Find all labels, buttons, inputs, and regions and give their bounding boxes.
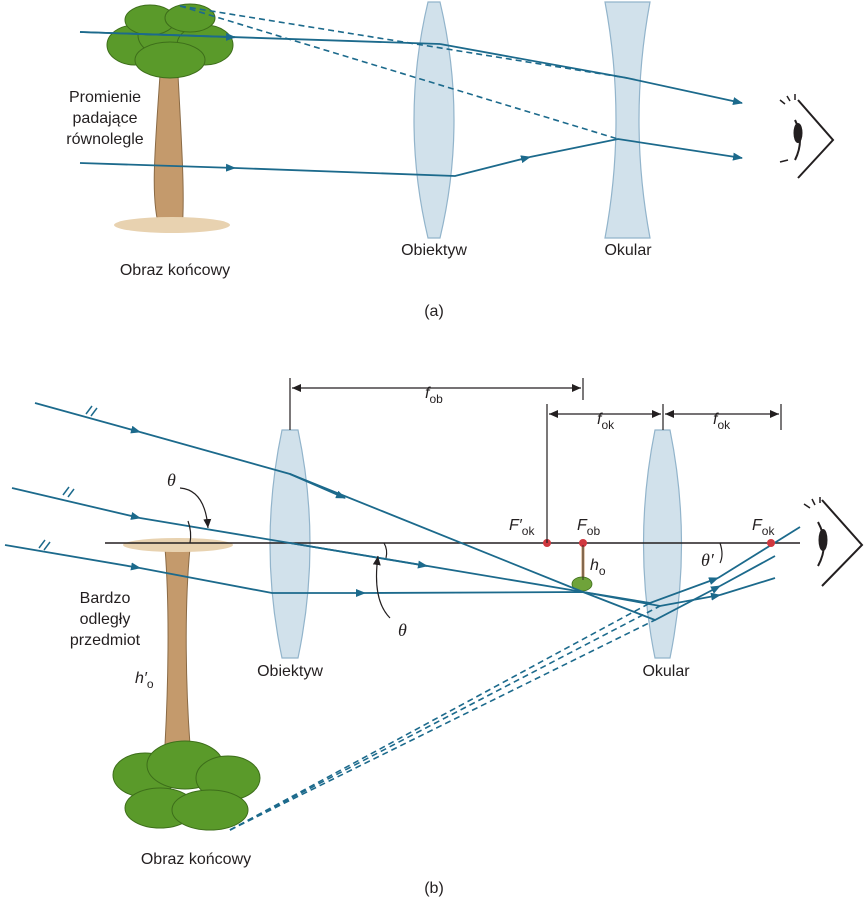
- rays-label-line2: padające: [73, 110, 138, 127]
- panel-a-label: (a): [424, 303, 444, 320]
- object-label-line2: odległy: [80, 611, 131, 628]
- theta-prime-label: θ′: [701, 550, 715, 570]
- dashed-ray-b1: [229, 619, 656, 831]
- panel-b-label: (b): [424, 880, 444, 897]
- objective-lens-a: [413, 1, 455, 239]
- theta-pointer-lower: [372, 555, 391, 619]
- theta-label-upper: θ: [167, 470, 176, 490]
- intermediate-image-b: [571, 545, 593, 592]
- theta-pointer-upper: [179, 487, 212, 529]
- objective-label-a: Obiektyw: [401, 242, 467, 259]
- h-o-label: ho: [590, 557, 606, 578]
- dashed-ray-a-2: [179, 5, 619, 140]
- eyepiece-label-b: Okular: [642, 663, 690, 680]
- ray-a-lower-mid: [234, 155, 531, 177]
- theta-prime-arc: [719, 542, 723, 564]
- eye-icon-a: [779, 94, 835, 179]
- panel-a: Promienie padające równolegle Obraz końc…: [66, 1, 835, 320]
- f-ok-label-right: fok: [713, 411, 731, 432]
- ray-b1-mid-arrow: [289, 473, 346, 499]
- F-prime-ok-label: F′ok: [509, 517, 535, 538]
- final-image-label-b: Obraz końcowy: [141, 851, 251, 868]
- ray-b2-mid-arrow: [289, 542, 428, 569]
- final-image-label-a: Obraz końcowy: [120, 262, 230, 279]
- ray-a-upper-arrow: [79, 31, 236, 41]
- f-ok-label-left: fok: [597, 411, 615, 432]
- theta-label-lower: θ: [398, 620, 407, 640]
- tree-object-b: [112, 538, 261, 831]
- ray-b3-out: [364, 591, 721, 607]
- object-label-line3: przedmiot: [70, 632, 141, 649]
- ray-b1-obj: [139, 431, 584, 593]
- dashed-ray-b3: [229, 605, 661, 831]
- focal-point-F-ob: [579, 539, 587, 547]
- ray-b1-arrow: [34, 402, 141, 434]
- eye-icon-b: [803, 497, 864, 587]
- ray-b3-mid-arrow: [139, 567, 366, 597]
- objective-lens-b: [269, 429, 311, 659]
- eyepiece-lens-b: [642, 429, 683, 659]
- ray-a-lower-out: [529, 138, 743, 161]
- eyepiece-label-a: Okular: [604, 242, 652, 259]
- h-prime-o-label: h′o: [135, 670, 154, 691]
- ray-b2-out-tail: [717, 526, 801, 579]
- eyepiece-lens-a: [604, 1, 651, 239]
- ray-b2-arrow: [11, 487, 141, 520]
- rays-label-line3: równolegle: [66, 131, 143, 148]
- panel-b: θ θ θ′ fob fok fok F′ok Fob Fok ho h′o B…: [4, 378, 864, 897]
- rays-label-line1: Promienie: [69, 89, 141, 106]
- ray-a-upper-out: [439, 43, 743, 105]
- parallel-marks-b: [38, 405, 98, 551]
- object-label-line1: Bardzo: [80, 590, 131, 607]
- ray-b3-arrow: [4, 544, 141, 571]
- F-ok-label: Fok: [752, 517, 775, 538]
- ray-a-lower-arrow: [79, 162, 236, 172]
- f-ob-label: fob: [425, 385, 443, 406]
- ray-b3-out-tail: [719, 577, 776, 596]
- focal-point-F-ok: [767, 539, 775, 547]
- dashed-ray-a-1: [179, 5, 628, 79]
- theta-arc-left: [187, 520, 192, 544]
- objective-label-b: Obiektyw: [257, 663, 323, 680]
- theta-arc-right: [383, 542, 388, 559]
- F-ob-label: Fob: [577, 517, 600, 538]
- ray-b1-out-tail: [719, 555, 776, 587]
